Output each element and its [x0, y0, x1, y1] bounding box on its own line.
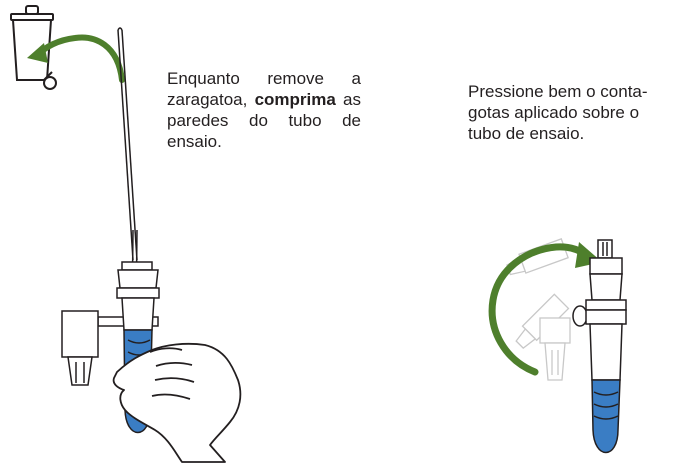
tube-liquid-right: [591, 379, 621, 454]
left-instruction-part2: as paredes do tubo de ensaio.: [167, 90, 361, 151]
left-instruction-emphasis: comprima: [254, 90, 336, 109]
curved-arrow-icon: [35, 34, 125, 83]
hand-icon: [112, 342, 242, 463]
right-instruction-text: Pressione bem o conta-gotas aplicado sob…: [468, 82, 648, 143]
test-tube-right: [572, 239, 627, 454]
left-instruction-part1: Enquanto remove a zaragatoa,: [167, 69, 361, 109]
ghost-cap-positions: [506, 238, 571, 381]
curved-arrow-head: [27, 43, 48, 63]
left-instruction-text: Enquanto remove a zaragatoa, comprima as…: [167, 68, 361, 152]
rotation-arrow-icon: [488, 243, 592, 376]
trash-bin-icon: [10, 5, 57, 90]
